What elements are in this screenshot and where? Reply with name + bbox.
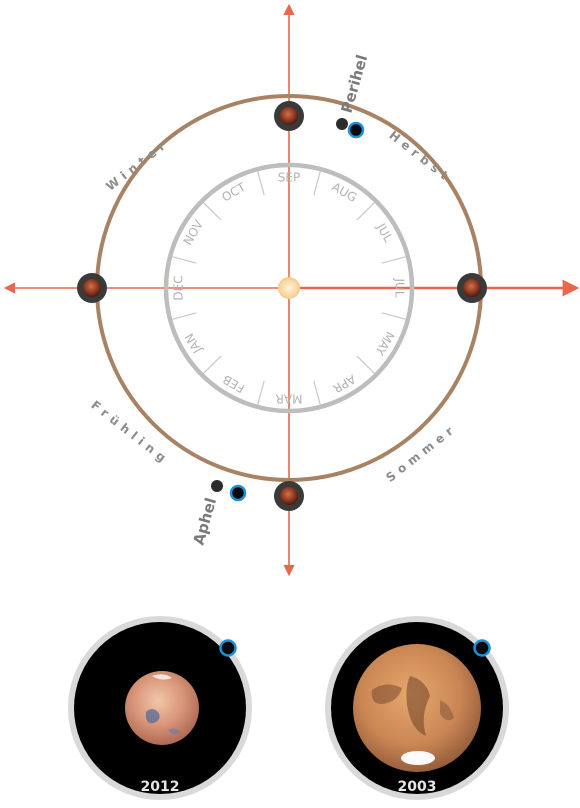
mars-left [77, 273, 107, 303]
mars-disc-2012 [125, 671, 199, 745]
month-label: JUL [393, 277, 407, 297]
month-tick [171, 312, 197, 320]
perihel-marker: Perihel [336, 53, 372, 139]
comparison-2003: 2003 [325, 616, 509, 800]
month-tick [381, 256, 407, 264]
month-tick [171, 256, 197, 264]
earth-orbit [163, 162, 415, 414]
axes [3, 3, 580, 577]
month-tick [202, 355, 222, 375]
season-winter: Winter [103, 136, 171, 194]
mars-positions [77, 101, 487, 511]
month-tick [257, 170, 265, 196]
month-tick [313, 380, 321, 406]
mars-right [457, 273, 487, 303]
year-label-2003: 2003 [398, 779, 437, 795]
month-tick [356, 201, 376, 221]
aphel-earth-dot [229, 484, 247, 502]
aphel-label: Aphel [190, 496, 221, 547]
month-label: SEP [278, 171, 300, 185]
year-label-2012: 2012 [141, 779, 180, 795]
earth-marker-2003 [473, 639, 491, 657]
mars-bottom [274, 481, 304, 511]
perihel-earth-dot [347, 121, 365, 139]
month-tick [257, 380, 265, 406]
month-tick [356, 355, 376, 375]
mars-top [274, 101, 304, 131]
comparison-2012: 2012 [68, 616, 252, 800]
aphel-marker: Aphel [190, 480, 247, 547]
aphel-mars-dot [211, 480, 223, 492]
season-sommer: Sommer [383, 421, 459, 485]
earth-marker-2012 [219, 639, 237, 657]
season-herbst: Herbst [386, 128, 454, 186]
sun [278, 277, 300, 299]
perihel-mars-dot [336, 118, 348, 130]
perihel-label: Perihel [338, 53, 372, 115]
month-tick [202, 201, 222, 221]
season-fruehling: Frühling [88, 398, 172, 468]
polar-cap-2003 [401, 751, 435, 765]
month-tick [313, 170, 321, 196]
month-label: DEC [172, 275, 186, 300]
month-label: MAR [276, 392, 303, 406]
month-tick [381, 312, 407, 320]
